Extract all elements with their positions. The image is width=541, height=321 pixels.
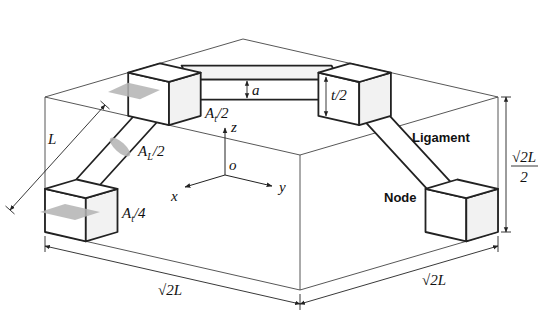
area-subscript: t	[131, 213, 134, 224]
axis-label: y	[279, 179, 286, 196]
area-label: A	[122, 205, 131, 222]
ligaments	[73, 66, 470, 218]
area-label: /2	[153, 143, 165, 160]
bounding-box	[45, 39, 498, 290]
dimension-label: √2L	[422, 272, 446, 289]
area-label: /4	[134, 205, 146, 222]
callout-label: Ligament	[412, 130, 470, 145]
area-label: /2	[217, 105, 229, 122]
dimension-label: t/2	[331, 87, 347, 104]
area-label: A	[138, 143, 147, 160]
nodes	[45, 63, 498, 241]
dimension-label: √2L	[512, 149, 536, 166]
dimension-label: L	[48, 131, 56, 148]
dimension-label: a	[252, 82, 260, 99]
dimension-lines	[6, 77, 539, 310]
area-subscript: L	[147, 151, 153, 162]
axis-label: z	[231, 119, 237, 136]
axes	[185, 128, 272, 187]
area-subscript: t	[214, 113, 217, 124]
section-areas	[40, 83, 160, 220]
dimension-label: 2	[520, 169, 528, 186]
origin-label: o	[229, 157, 237, 174]
callout-label: Node	[384, 190, 417, 205]
axis-label: x	[171, 188, 178, 205]
area-label: A	[205, 105, 214, 122]
dimension-label: √2L	[158, 282, 182, 299]
